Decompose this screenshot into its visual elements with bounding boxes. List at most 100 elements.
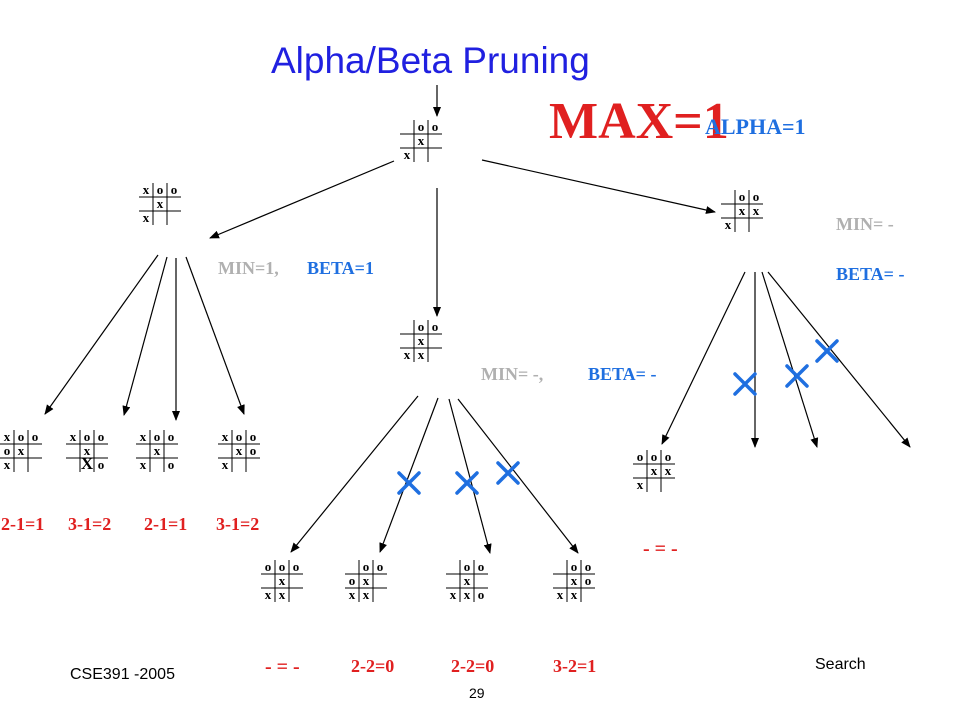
board-l1-mark: x	[4, 429, 11, 444]
board-m2-mark: o	[377, 559, 384, 574]
alpha-value-label: ALPHA=1	[705, 114, 806, 139]
board-m2-mark: x	[349, 587, 356, 602]
board-r1-mark: x	[665, 463, 672, 478]
board-l4-mark: o	[250, 443, 257, 458]
board-left-mark: x	[143, 182, 150, 197]
page-number: 29	[469, 685, 485, 701]
pruned-x-icon	[785, 364, 809, 388]
pruned-x-icon	[496, 461, 520, 485]
tree-edge-arrow	[379, 397, 439, 553]
board-mid-mark: x	[418, 347, 425, 362]
pruned-x-icon	[455, 471, 479, 495]
footer-course: CSE391 -2005	[70, 666, 175, 683]
tree-edge-arrow	[448, 398, 492, 554]
right-min-label: MIN= -	[836, 214, 894, 234]
board-m4-mark: o	[585, 573, 592, 588]
footer-topic: Search	[815, 656, 866, 673]
board-right-mark: x	[739, 203, 746, 218]
tree-edge-arrow	[44, 254, 159, 415]
board-l4-mark: x	[222, 429, 229, 444]
pruned-x-icon	[815, 339, 839, 363]
board-m1-mark: o	[293, 559, 300, 574]
tree-edge-arrow	[661, 271, 746, 445]
score-mid-2: 2-2=0	[351, 656, 395, 676]
board-l1-mark: o	[4, 443, 11, 458]
board-l3-mark: o	[154, 429, 161, 444]
score-left-4: 3-1=2	[216, 514, 260, 534]
board-r1-mark: o	[651, 449, 658, 464]
board-l4-mark: x	[236, 443, 243, 458]
board-right-mark: o	[739, 189, 746, 204]
mid-min-label: MIN= -,	[481, 364, 544, 384]
board-mid-mark: o	[418, 319, 425, 334]
right-beta-label: BETA= -	[836, 264, 905, 284]
tree-edge-arrow	[457, 398, 579, 554]
score-right-1: - = -	[643, 538, 678, 560]
board-m4-mark: o	[585, 559, 592, 574]
score-mid-3: 2-2=0	[451, 656, 495, 676]
board-l1-mark: x	[18, 443, 25, 458]
board-m1-mark: x	[279, 587, 286, 602]
tree-edge-arrow	[761, 271, 819, 448]
board-m3-mark: x	[450, 587, 457, 602]
board-m4-mark: x	[557, 587, 564, 602]
mid-beta-label: BETA= -	[588, 364, 657, 384]
board-l1-mark: x	[4, 457, 11, 472]
board-r1-mark: x	[637, 477, 644, 492]
board-m2-mark: o	[349, 573, 356, 588]
pruned-x-icon	[733, 372, 757, 396]
board-root-mark: x	[418, 133, 425, 148]
max-value-label: MAX=1	[549, 93, 729, 150]
tree-edge-arrow	[185, 256, 245, 415]
board-mid-mark: x	[418, 333, 425, 348]
board-m1-mark: x	[265, 587, 272, 602]
left-beta-label: BETA=1	[307, 258, 374, 278]
board-m3-mark: x	[464, 587, 471, 602]
score-mid-4: 3-2=1	[553, 656, 597, 676]
board-l2-mark: o	[84, 429, 91, 444]
board-l3-mark: o	[168, 457, 175, 472]
board-right-mark: x	[725, 217, 732, 232]
board-m3-mark: o	[478, 559, 485, 574]
board-m2-mark: x	[363, 587, 370, 602]
board-m2-mark: x	[363, 573, 370, 588]
board-left-mark: x	[157, 196, 164, 211]
board-m3-mark: x	[464, 573, 471, 588]
board-l4-mark: o	[236, 429, 243, 444]
board-right-mark: o	[753, 189, 760, 204]
board-l3-mark: x	[140, 429, 147, 444]
tree-edge-arrow	[767, 271, 911, 448]
board-m1-mark: o	[279, 559, 286, 574]
tree-edge-arrow	[481, 159, 716, 214]
board-m4-mark: x	[571, 587, 578, 602]
tree-edge-arrow	[290, 395, 419, 553]
board-l4-mark: o	[250, 429, 257, 444]
board-root-mark: o	[418, 119, 425, 134]
score-mid-1: - = -	[265, 656, 300, 678]
board-m4-mark: o	[571, 559, 578, 574]
board-m2-mark: o	[363, 559, 370, 574]
board-m1-mark: x	[279, 573, 286, 588]
tree-edge-arrow	[122, 256, 168, 416]
board-l3-mark: x	[140, 457, 147, 472]
left-min-label: MIN=1,	[218, 258, 279, 278]
board-l1-mark: o	[18, 429, 25, 444]
board-l2-mark: x	[70, 429, 77, 444]
board-m4-mark: x	[571, 573, 578, 588]
board-l2-mark: x	[84, 443, 91, 458]
board-l1-mark: o	[32, 429, 39, 444]
board-l2-mark: o	[98, 457, 105, 472]
board-root-mark: o	[432, 119, 439, 134]
board-right-mark: x	[753, 203, 760, 218]
pruned-x-icon	[397, 471, 421, 495]
board-root-mark: x	[404, 147, 411, 162]
score-left-2: 3-1=2	[68, 514, 112, 534]
board-m1-mark: o	[265, 559, 272, 574]
board-m3-mark: o	[464, 559, 471, 574]
board-l3-mark: x	[154, 443, 161, 458]
board-r1-mark: o	[637, 449, 644, 464]
board-l2-mark: X	[81, 454, 94, 473]
board-mid-mark: o	[432, 319, 439, 334]
board-mid-mark: x	[404, 347, 411, 362]
